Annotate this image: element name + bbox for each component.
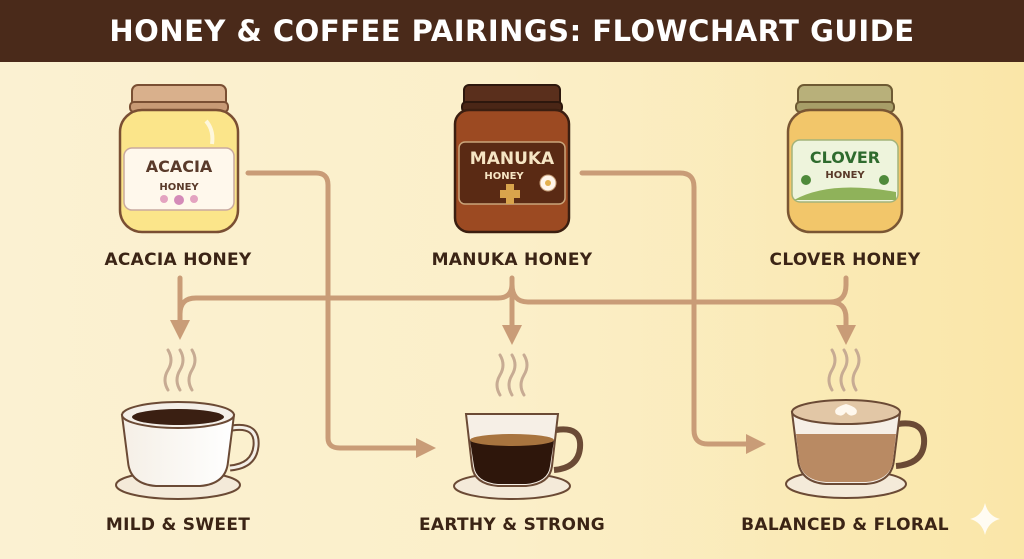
- mild-sweet-cup-icon: [115, 401, 260, 500]
- steam-icons: [163, 348, 861, 397]
- acacia-jar-icon: ACACIA HONEY: [118, 84, 240, 234]
- earthy-strong-label: EARTHY & STRONG: [419, 515, 605, 535]
- arrow-manuka-to-balanced: [579, 170, 766, 454]
- earthy-strong-cup-icon: [453, 413, 584, 500]
- svg-text:MANUKA: MANUKA: [470, 149, 555, 169]
- balanced-floral-label: BALANCED & FLORAL: [741, 515, 949, 535]
- page-title: HONEY & COFFEE PAIRINGS: FLOWCHART GUIDE: [109, 14, 915, 48]
- arrow-acacia-to-earthy: [245, 170, 436, 458]
- svg-text:HONEY: HONEY: [159, 182, 199, 193]
- balanced-floral-cup-icon: [785, 399, 928, 499]
- manuka-jar-icon: MANUKA HONEY: [453, 84, 571, 234]
- clover-jar-icon: CLOVER HONEY: [786, 84, 904, 234]
- manuka-honey-label: MANUKA HONEY: [431, 250, 593, 270]
- mild-sweet-label: MILD & SWEET: [105, 515, 251, 535]
- clover-honey-label: CLOVER HONEY: [769, 250, 921, 270]
- svg-text:HONEY: HONEY: [484, 171, 524, 182]
- svg-text:CLOVER: CLOVER: [810, 148, 880, 167]
- svg-text:ACACIA: ACACIA: [146, 157, 213, 176]
- arrow-manuka-split-left: [177, 281, 515, 317]
- acacia-honey-label: ACACIA HONEY: [104, 250, 252, 270]
- arrow-manuka-split-right: [509, 281, 856, 345]
- sparkle-icon: [970, 503, 1000, 535]
- arrow-clover-to-balanced: [827, 275, 849, 305]
- svg-text:HONEY: HONEY: [825, 170, 865, 181]
- header-bar: HONEY & COFFEE PAIRINGS: FLOWCHART GUIDE: [0, 0, 1024, 62]
